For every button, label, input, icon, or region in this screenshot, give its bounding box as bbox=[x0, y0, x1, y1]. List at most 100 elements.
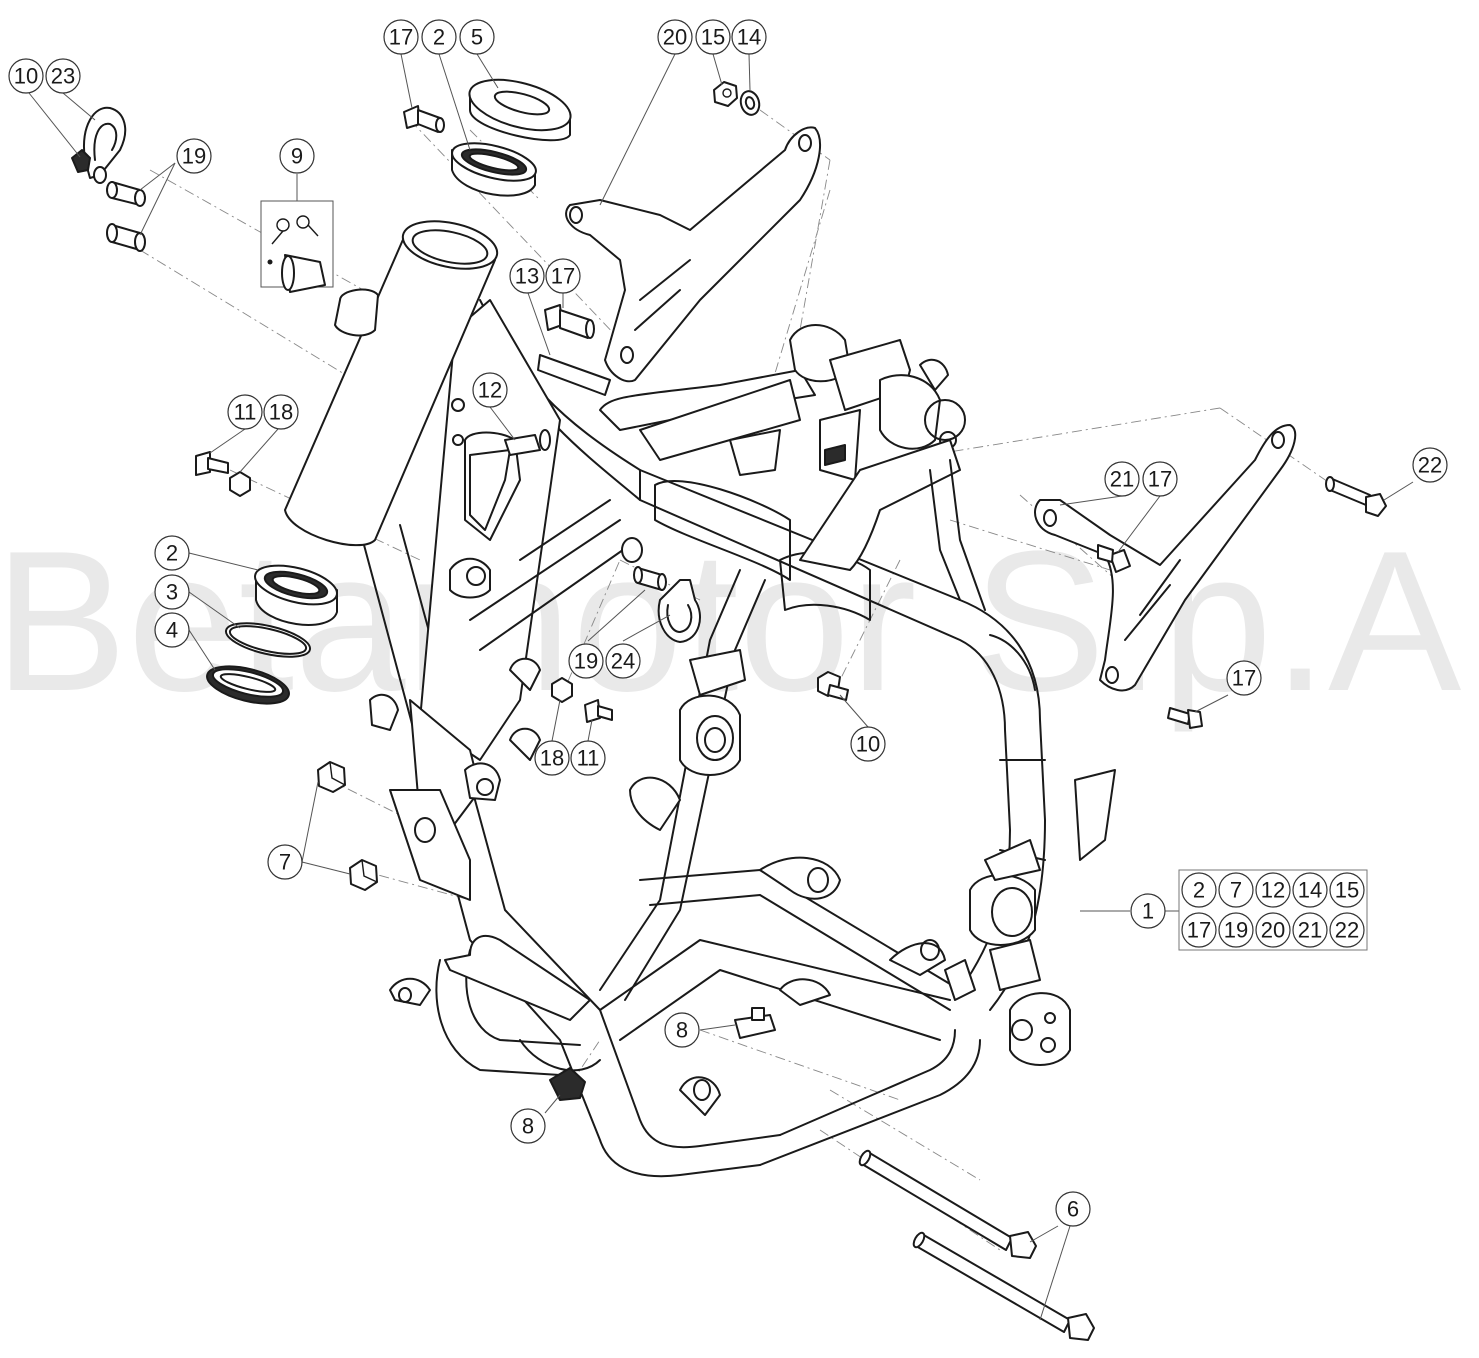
part-11-bolt-left bbox=[195, 451, 229, 476]
part-17-bolt-bracket bbox=[544, 304, 595, 339]
part-3-o-ring bbox=[224, 622, 312, 658]
svg-text:5: 5 bbox=[471, 25, 483, 50]
callout-7: 7 bbox=[267, 844, 303, 880]
callout-3: 3 bbox=[154, 574, 190, 610]
svg-text:19: 19 bbox=[182, 144, 206, 169]
svg-text:21: 21 bbox=[1110, 467, 1134, 492]
part-9-steering-lock-kit bbox=[260, 200, 334, 293]
callout-5: 5 bbox=[459, 19, 495, 55]
part-18-nut-middle bbox=[551, 677, 573, 703]
svg-text:12: 12 bbox=[1261, 878, 1285, 903]
callout-15: 15 bbox=[695, 19, 731, 55]
part-6-bolt-lower bbox=[912, 1231, 1095, 1341]
svg-text:2: 2 bbox=[1193, 878, 1205, 903]
svg-text:17: 17 bbox=[1148, 467, 1172, 492]
callout-19-left: 19 bbox=[176, 138, 212, 174]
svg-text:20: 20 bbox=[663, 25, 687, 50]
part-15-flange-nut bbox=[713, 81, 738, 107]
part-2-steering-bearing-bottom bbox=[254, 564, 338, 626]
callout-11-left: 11 bbox=[227, 394, 263, 430]
part-10-bolt-middle bbox=[817, 671, 849, 701]
part-13-spacer-plate bbox=[537, 354, 611, 396]
part-17-bolt-bracket-right bbox=[1097, 544, 1131, 573]
svg-text:18: 18 bbox=[269, 400, 293, 425]
svg-text:2: 2 bbox=[166, 541, 178, 566]
svg-text:2: 2 bbox=[433, 25, 445, 50]
svg-text:17: 17 bbox=[1232, 666, 1256, 691]
part-17-bolt-top bbox=[403, 105, 445, 133]
svg-text:8: 8 bbox=[676, 1018, 688, 1043]
part-19-spacer-2 bbox=[106, 223, 146, 252]
svg-text:22: 22 bbox=[1418, 453, 1442, 478]
callout-21: 21 bbox=[1104, 461, 1140, 497]
callout-1: 1 bbox=[1130, 893, 1166, 929]
part-23-cable-clamp bbox=[83, 106, 127, 184]
callout-13: 13 bbox=[509, 258, 545, 294]
svg-text:19: 19 bbox=[574, 649, 598, 674]
callout-23: 23 bbox=[45, 58, 81, 94]
callout-14: 14 bbox=[731, 19, 767, 55]
callout-2-top: 2 bbox=[421, 19, 457, 55]
part-12-fitting bbox=[504, 429, 551, 456]
svg-text:21: 21 bbox=[1298, 918, 1322, 943]
part-22-bolt bbox=[1325, 476, 1387, 517]
part-7-nut-1 bbox=[317, 761, 346, 793]
callout-18-middle: 18 bbox=[534, 740, 570, 776]
callout-11-middle: 11 bbox=[570, 740, 606, 776]
svg-text:3: 3 bbox=[166, 580, 178, 605]
callout-18-left: 18 bbox=[263, 394, 299, 430]
part-19-spacer-1 bbox=[106, 181, 146, 207]
part-14-washer bbox=[739, 90, 761, 116]
svg-text:12: 12 bbox=[478, 378, 502, 403]
callout-10-middle: 10 bbox=[850, 726, 886, 762]
callout-6: 6 bbox=[1055, 1191, 1091, 1227]
svg-text:1: 1 bbox=[1142, 899, 1154, 924]
svg-text:7: 7 bbox=[279, 850, 291, 875]
part-8-cage-nut-2 bbox=[549, 1067, 586, 1101]
part-7-nut-2 bbox=[349, 859, 378, 891]
svg-text:11: 11 bbox=[577, 746, 600, 771]
svg-text:13: 13 bbox=[515, 264, 539, 289]
svg-text:11: 11 bbox=[234, 400, 257, 425]
leader-lines bbox=[28, 53, 1414, 1321]
part-19-spacer-middle bbox=[633, 566, 667, 591]
callout-17-top: 17 bbox=[383, 19, 419, 55]
part-8-cage-nut-1 bbox=[734, 1007, 776, 1039]
callout-17-right-bracket: 17 bbox=[1142, 461, 1178, 497]
callout-4: 4 bbox=[154, 612, 190, 648]
part-2-steering-bearing-top bbox=[451, 142, 537, 197]
callout-24: 24 bbox=[605, 643, 641, 679]
svg-text:14: 14 bbox=[737, 25, 761, 50]
svg-text:14: 14 bbox=[1298, 878, 1322, 903]
svg-text:15: 15 bbox=[1335, 878, 1359, 903]
part-21-engine-bracket-right bbox=[1034, 424, 1297, 692]
callout-22: 22 bbox=[1412, 447, 1448, 483]
svg-text:23: 23 bbox=[51, 64, 75, 89]
svg-text:19: 19 bbox=[1224, 918, 1248, 943]
callout-17-bracket: 17 bbox=[545, 258, 581, 294]
svg-text:8: 8 bbox=[522, 1114, 534, 1139]
svg-text:20: 20 bbox=[1261, 918, 1285, 943]
callout-10-clamp: 10 bbox=[8, 58, 44, 94]
svg-text:6: 6 bbox=[1067, 1197, 1079, 1222]
svg-text:15: 15 bbox=[701, 25, 725, 50]
svg-text:10: 10 bbox=[856, 732, 880, 757]
callout-9: 9 bbox=[279, 138, 315, 174]
callout-17-right: 17 bbox=[1226, 660, 1262, 696]
svg-text:9: 9 bbox=[291, 144, 303, 169]
svg-text:10: 10 bbox=[14, 64, 38, 89]
steering-head-tube bbox=[284, 220, 499, 547]
part-20-engine-bracket bbox=[565, 126, 821, 383]
callout-2-bottom: 2 bbox=[154, 535, 190, 571]
kit-row-1: 2 7 12 14 15 bbox=[1181, 872, 1365, 908]
callout-8-top: 8 bbox=[664, 1012, 700, 1048]
svg-text:17: 17 bbox=[1187, 918, 1211, 943]
kit-row-2: 17 19 20 21 22 bbox=[1181, 912, 1365, 948]
callout-19-middle: 19 bbox=[568, 643, 604, 679]
part-10-bolt-clamp bbox=[71, 149, 91, 173]
svg-text:22: 22 bbox=[1335, 918, 1359, 943]
part-18-nut-left bbox=[229, 471, 251, 497]
callout-8-bottom: 8 bbox=[510, 1108, 546, 1144]
callout-12: 12 bbox=[472, 372, 508, 408]
